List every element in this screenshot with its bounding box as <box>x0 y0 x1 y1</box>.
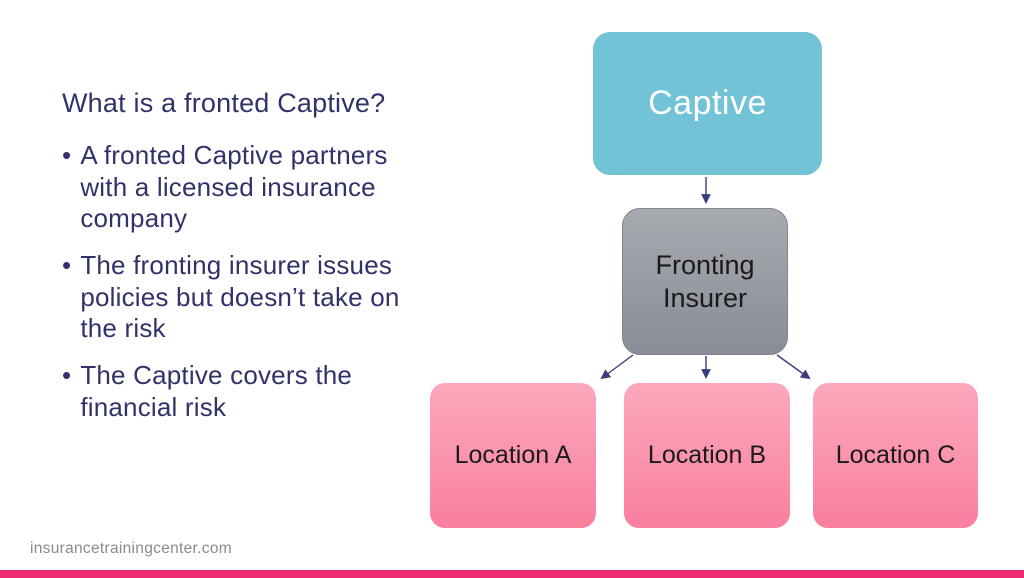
location-c-label: Location C <box>835 441 956 469</box>
diagram-node-captive: Captive <box>593 32 822 175</box>
footer-accent-bar <box>0 570 1024 578</box>
fronting-insurer-label: Fronting Insurer <box>655 250 755 313</box>
bullet-list: • A fronted Captive partners with a lice… <box>62 140 502 424</box>
text-panel: What is a fronted Captive? • A fronted C… <box>62 88 502 439</box>
bullet-marker: • <box>62 360 72 391</box>
diagram-node-location-c: Location C <box>813 383 978 528</box>
diagram-node-fronting-insurer: Fronting Insurer <box>622 208 788 355</box>
bullet-text: The Captive covers the financial risk <box>80 360 353 422</box>
diagram-node-location-a: Location A <box>430 383 596 528</box>
arrow-insurer-to-location-a <box>600 354 634 380</box>
location-b-label: Location B <box>647 441 767 469</box>
bullet-item: • A fronted Captive partners with a lice… <box>62 140 502 235</box>
bullet-marker: • <box>62 139 72 170</box>
bullet-item: • The fronting insurer issues policies b… <box>62 250 502 345</box>
arrow-insurer-to-location-c <box>776 354 811 380</box>
captive-label: Captive <box>648 84 767 122</box>
bullet-marker: • <box>62 250 72 281</box>
diagram-node-location-b: Location B <box>624 383 790 528</box>
website-watermark: insurancetrainingcenter.com <box>30 540 232 557</box>
bullet-text: The fronting insurer issues policies but… <box>80 250 400 344</box>
bullet-item: • The Captive covers the financial risk <box>62 360 502 423</box>
bullet-text: A fronted Captive partners with a licens… <box>80 139 388 234</box>
slide-title: What is a fronted Captive? <box>62 88 386 118</box>
location-a-label: Location A <box>454 441 572 469</box>
